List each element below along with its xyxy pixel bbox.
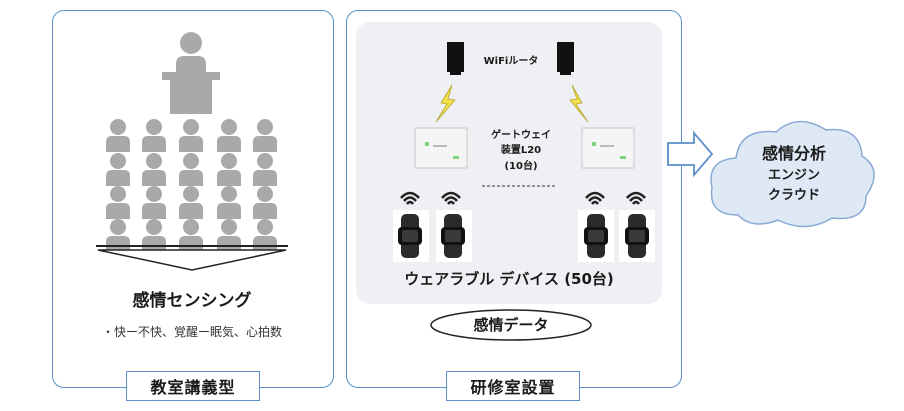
podium-icon <box>162 72 220 114</box>
wifi-signal-icon <box>399 191 647 206</box>
classroom-caption: 教室講義型 <box>126 371 260 401</box>
training-room-caption: 研修室設置 <box>446 371 580 401</box>
router-label: WiFiルータ <box>483 56 539 67</box>
gateway-label-2: 装置L20 <box>500 145 542 156</box>
wearable-band-icon <box>393 210 655 262</box>
emotion-data-label: 感情データ <box>473 316 549 334</box>
sensing-heading: 感情センシング <box>132 291 252 311</box>
wifi-router-icon <box>447 42 574 75</box>
cloud-line-1: 感情分析 <box>761 144 826 163</box>
cloud-icon <box>710 120 875 228</box>
lightning-icon <box>435 84 589 123</box>
gateway-label-3: (10台) <box>504 161 538 172</box>
cloud-line-3: クラウド <box>767 188 820 203</box>
cloud-line-2: エンジン <box>767 168 820 183</box>
audience-icon <box>106 119 277 252</box>
right-arrow-icon <box>667 130 714 178</box>
lecturer-icon <box>176 32 206 78</box>
sensing-metrics: ・快ー不快、覚醒ー眠気、心拍数 <box>101 325 282 339</box>
down-arrow-icon <box>96 245 288 271</box>
gateway-label-1: ゲートウェイ <box>491 130 551 141</box>
wearable-label: ウェアラブル デバイス (50台) <box>404 270 614 288</box>
data-label-ellipse <box>430 309 592 341</box>
